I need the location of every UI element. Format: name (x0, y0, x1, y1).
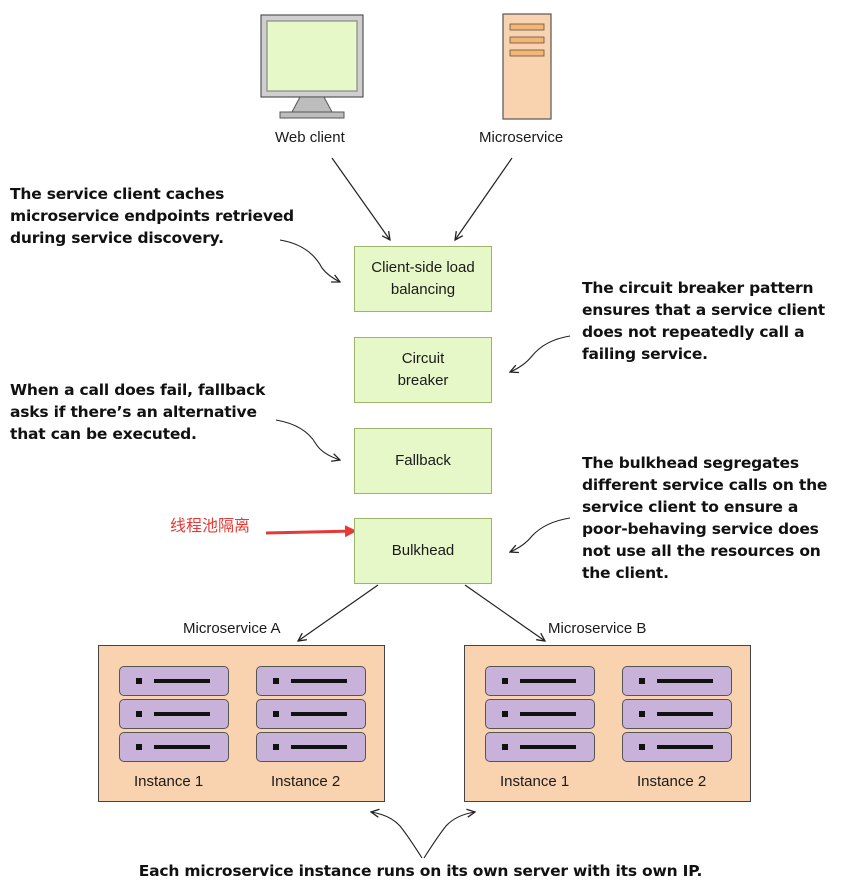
rack-unit-icon (256, 699, 366, 729)
bulkhead-note-line: The bulkhead segregates (582, 454, 799, 472)
rack-unit-icon (485, 699, 595, 729)
microservice-a-label: Microservice A (183, 620, 281, 637)
cache-note-line: during service discovery. (10, 229, 224, 247)
instance-2-label: Instance 2 (271, 773, 341, 790)
bulkhead-to-b-arrow (464, 584, 545, 641)
load-balancing-line: Client-side load (371, 259, 475, 276)
fallback-box: Fallback (354, 428, 492, 494)
rack-unit-icon (485, 666, 595, 696)
bulkhead-note-line: not use all the resources on (582, 542, 821, 560)
rack-unit-icon (622, 732, 732, 762)
rack-unit-icon (622, 699, 732, 729)
bulkhead-note-line: different service calls on the (582, 476, 828, 494)
microservice-b-label: Microservice B (548, 620, 647, 637)
circuit-breaker-box: Circuit breaker (354, 337, 492, 403)
fallback-note-arrow (275, 419, 340, 460)
bulkhead-note-line: service client to ensure a (582, 498, 799, 516)
fallback-note: When a call does fail, fallback asks if … (10, 379, 265, 445)
bulkhead-note: The bulkhead segregates different servic… (582, 452, 827, 584)
fallback-box-label: Fallback (395, 452, 451, 469)
footer-arrow-right (423, 812, 475, 859)
bulkhead-to-a-arrow (298, 584, 379, 641)
thread-pool-isolation-annotation: 线程池隔离 (170, 516, 251, 535)
cache-note: The service client caches microservice e… (10, 183, 294, 249)
bulkhead-note-line: poor-behaving service does (582, 520, 819, 538)
load-balancing-box: Client-side load balancing (354, 246, 492, 312)
circuit-breaker-line: Circuit (401, 350, 445, 367)
bulkhead-note-arrow (510, 517, 571, 552)
load-balancing-line: balancing (390, 281, 456, 298)
rack-unit-icon (119, 732, 229, 762)
cache-note-line: The service client caches (10, 185, 225, 203)
instance-1-label: Instance 1 (500, 773, 570, 790)
rack-unit-icon (256, 732, 366, 762)
web-client-arrow (331, 157, 390, 240)
cache-note-line: microservice endpoints retrieved (10, 207, 294, 225)
bulkhead-box: Bulkhead (354, 518, 492, 584)
rack-unit-icon (485, 732, 595, 762)
circuit-note-line: ensures that a service client (582, 301, 826, 319)
bulkhead-box-label: Bulkhead (391, 542, 455, 559)
circuit-breaker-line: breaker (397, 372, 449, 389)
rack-unit-icon (622, 666, 732, 696)
cache-note-arrow (279, 239, 340, 282)
circuit-note: The circuit breaker pattern ensures that… (582, 277, 825, 365)
circuit-note-line: does not repeatedly call a (582, 323, 805, 341)
microservice-label: Microservice (479, 129, 564, 146)
microservice-server-icon (502, 13, 552, 120)
circuit-note-arrow (510, 335, 571, 372)
microservice-arrow (455, 157, 513, 240)
circuit-note-line: The circuit breaker pattern (582, 279, 814, 297)
rack-unit-icon (256, 666, 366, 696)
rack-unit-icon (119, 666, 229, 696)
web-client-label: Web client (275, 129, 345, 146)
instance-1-label: Instance 1 (134, 773, 204, 790)
fallback-note-line: asks if there’s an alternative (10, 403, 257, 421)
circuit-note-line: failing service. (582, 345, 708, 363)
fallback-note-line: When a call does fail, fallback (10, 381, 266, 399)
footer-arrow-left (371, 812, 423, 859)
thread-pool-red-arrow (265, 525, 357, 538)
rack-unit-icon (119, 699, 229, 729)
fallback-note-line: that can be executed. (10, 425, 197, 443)
microservice-b-server: Instance 1 Instance 2 (464, 645, 751, 802)
microservice-a-server: Instance 1 Instance 2 (98, 645, 385, 802)
footer-caption: Each microservice instance runs on its o… (138, 862, 703, 880)
bulkhead-note-line: the client. (582, 564, 669, 582)
instance-2-label: Instance 2 (637, 773, 707, 790)
web-client-monitor-icon (260, 14, 364, 119)
